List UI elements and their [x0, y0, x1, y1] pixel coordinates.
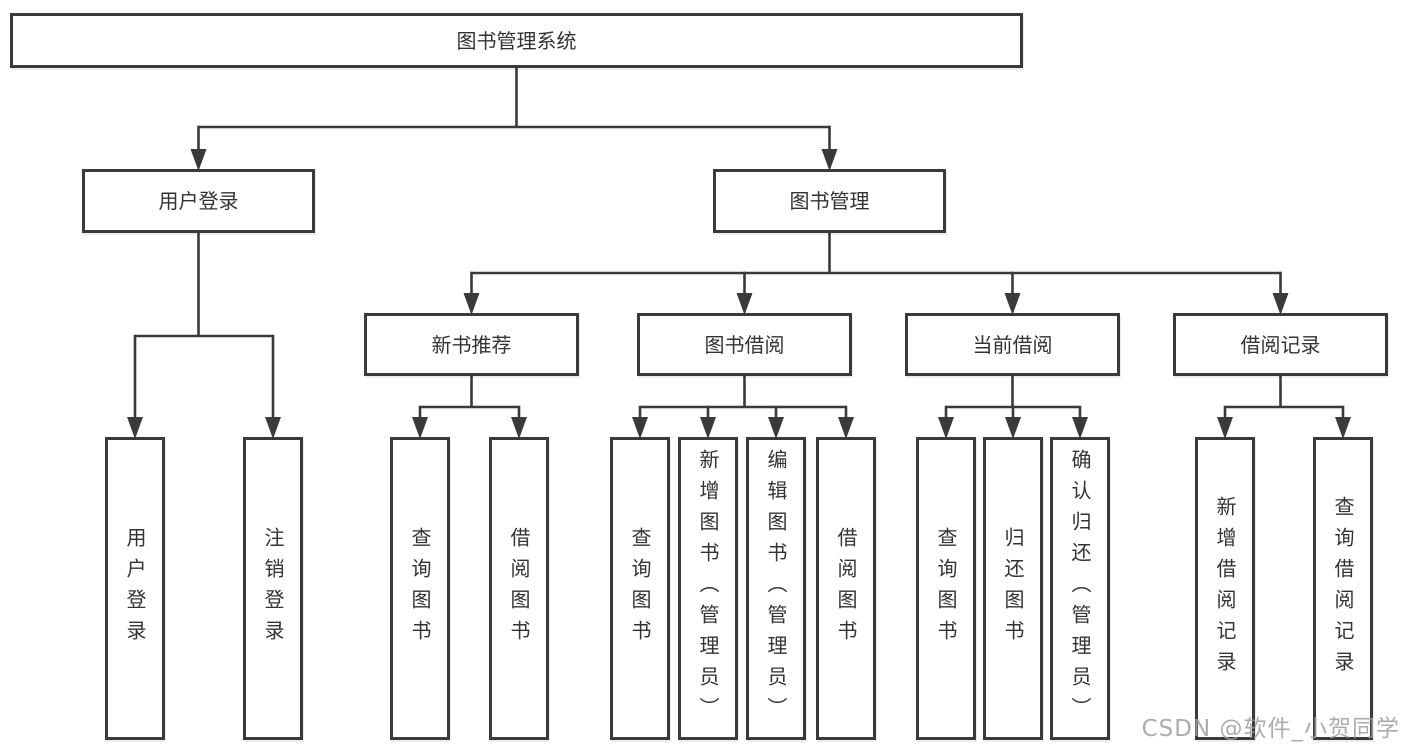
- node-borrow-records: 借阅记录: [1173, 313, 1388, 376]
- node-root: 图书管理系统: [10, 13, 1023, 68]
- arrowhead: [1272, 293, 1289, 315]
- node-label-leaf-confirm-return: 确认归还（管理员）: [1068, 449, 1092, 728]
- node-leaf-logout: 注销登录: [243, 437, 303, 740]
- node-label-current-borrow: 当前借阅: [972, 332, 1053, 357]
- arrowhead: [511, 417, 527, 439]
- node-leaf-edit-book: 编辑图书（管理员）: [746, 437, 806, 740]
- node-label-leaf-query-record: 查询借阅记录: [1331, 495, 1355, 682]
- node-leaf-confirm-return: 确认归还（管理员）: [1050, 437, 1110, 740]
- arrowhead: [265, 417, 281, 439]
- arrowhead: [938, 417, 954, 439]
- arrowhead: [1072, 417, 1088, 439]
- node-book-borrow: 图书借阅: [637, 313, 852, 376]
- arrowhead: [1005, 417, 1021, 439]
- node-leaf-query-book-1: 查询图书: [390, 437, 450, 740]
- arrowhead: [821, 149, 838, 171]
- node-label-root: 图书管理系统: [456, 28, 577, 53]
- node-leaf-query-book-2: 查询图书: [610, 437, 670, 740]
- node-label-leaf-add-record: 新增借阅记录: [1213, 495, 1237, 682]
- node-leaf-borrow-book-1: 借阅图书: [489, 437, 549, 740]
- arrowhead: [768, 417, 784, 439]
- node-leaf-add-record: 新增借阅记录: [1195, 437, 1255, 740]
- node-leaf-query-book-3: 查询图书: [916, 437, 976, 740]
- arrowhead: [127, 417, 143, 439]
- node-label-leaf-add-book: 新增图书（管理员）: [696, 449, 720, 728]
- node-label-leaf-user-login: 用户登录: [123, 526, 147, 651]
- node-label-leaf-return-book: 归还图书: [1001, 526, 1025, 651]
- node-user-login: 用户登录: [82, 169, 315, 233]
- node-label-leaf-query-book-1: 查询图书: [408, 526, 432, 651]
- node-new-book-rec: 新书推荐: [364, 313, 579, 376]
- node-label-leaf-borrow-book-2: 借阅图书: [834, 526, 858, 651]
- arrowhead: [700, 417, 716, 439]
- arrowhead: [1217, 417, 1233, 439]
- node-label-leaf-borrow-book-1: 借阅图书: [507, 526, 531, 651]
- node-label-book-mgmt: 图书管理: [789, 189, 870, 213]
- node-current-borrow: 当前借阅: [905, 313, 1120, 376]
- node-leaf-user-login: 用户登录: [105, 437, 165, 740]
- node-label-leaf-query-book-2: 查询图书: [628, 526, 652, 651]
- node-leaf-add-book: 新增图书（管理员）: [678, 437, 738, 740]
- arrowhead: [1335, 417, 1351, 439]
- node-label-leaf-logout: 注销登录: [261, 526, 285, 651]
- arrowhead: [632, 417, 648, 439]
- node-label-user-login: 用户登录: [158, 189, 239, 213]
- node-leaf-return-book: 归还图书: [983, 437, 1043, 740]
- watermark: CSDN @软件_小贺同学: [1141, 716, 1400, 742]
- arrowhead: [463, 293, 480, 315]
- node-label-leaf-edit-book: 编辑图书（管理员）: [764, 449, 788, 728]
- arrowhead: [838, 417, 854, 439]
- arrowhead: [1004, 293, 1021, 315]
- node-label-borrow-records: 借阅记录: [1240, 332, 1321, 357]
- node-label-book-borrow: 图书借阅: [704, 332, 785, 357]
- node-label-leaf-query-book-3: 查询图书: [934, 526, 958, 651]
- node-leaf-query-record: 查询借阅记录: [1313, 437, 1373, 740]
- node-leaf-borrow-book-2: 借阅图书: [816, 437, 876, 740]
- arrowhead: [736, 293, 753, 315]
- arrowhead: [190, 149, 207, 171]
- node-book-mgmt: 图书管理: [713, 169, 946, 233]
- node-label-new-book-rec: 新书推荐: [431, 332, 512, 357]
- arrowhead: [412, 417, 428, 439]
